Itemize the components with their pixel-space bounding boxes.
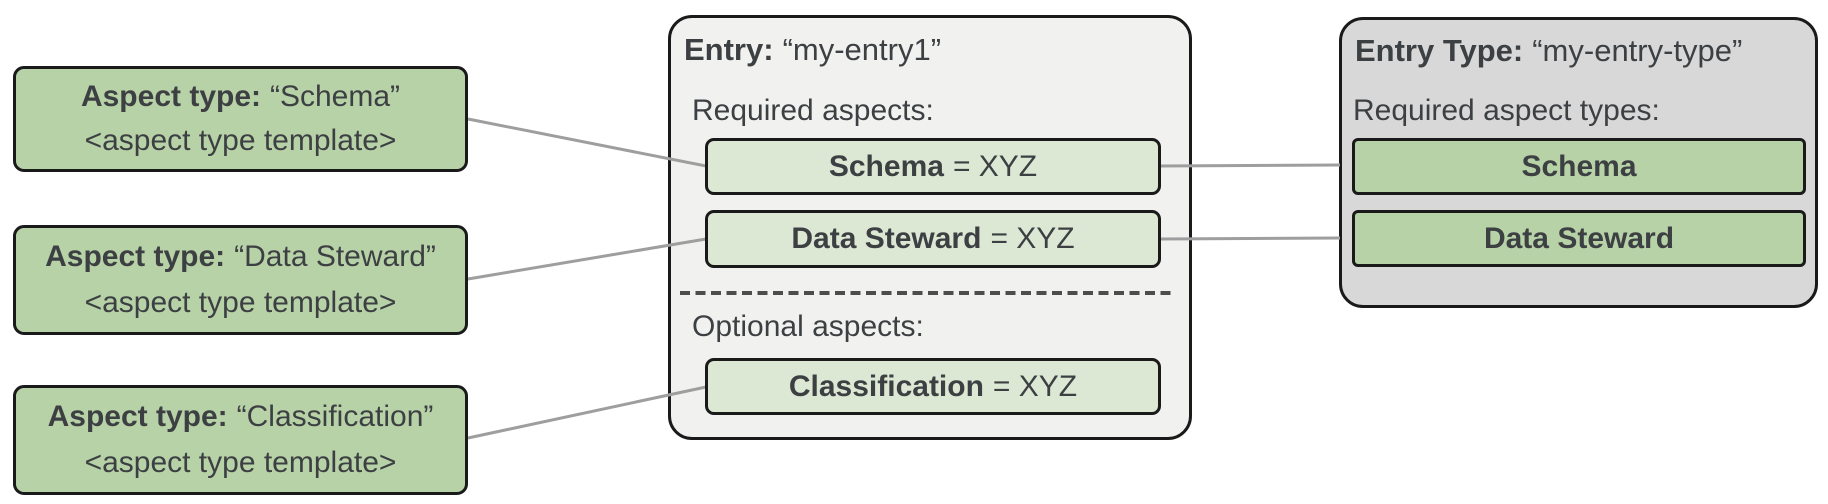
aspect-name: Schema xyxy=(828,149,944,183)
aspect-type-label: Aspect type: xyxy=(80,80,261,113)
entry-required-aspect-data-steward: Data Steward= XYZ xyxy=(705,210,1161,268)
aspect-type-template-text: <aspect type template> xyxy=(84,446,397,479)
aspect-type-name: “Schema” xyxy=(270,80,401,113)
entry-type-panel-title: Entry Type:“my-entry-type” xyxy=(1355,35,1742,66)
aspect-type-card-data-steward: Aspect type:“Data Steward” <aspect type … xyxy=(13,225,468,335)
aspect-type-template-text: <aspect type template> xyxy=(84,286,397,319)
aspect-value: = XYZ xyxy=(992,369,1078,403)
aspect-type-card-title: Aspect type:“Data Steward” xyxy=(45,240,436,274)
aspect-value: = XYZ xyxy=(952,149,1038,183)
aspect-type-template-text: <aspect type template> xyxy=(84,124,397,157)
entry-panel-title: Entry:“my-entry1” xyxy=(684,34,941,65)
aspect-type-row-name: Schema xyxy=(1521,149,1637,183)
aspect-type-row-name: Data Steward xyxy=(1483,221,1675,255)
aspect-type-name: “Classification” xyxy=(236,400,434,433)
aspect-type-label: Aspect type: xyxy=(45,240,226,273)
aspect-type-card-title: Aspect type:“Classification” xyxy=(48,400,434,434)
aspect-type-label: Aspect type: xyxy=(47,400,228,433)
aspect-type-name: “Data Steward” xyxy=(234,240,436,273)
entry-type-aspect-schema: Schema xyxy=(1352,138,1806,195)
aspect-type-card-title: Aspect type: “Schema” xyxy=(81,80,400,114)
entry-required-aspect-schema: Schema= XYZ xyxy=(705,138,1161,195)
entry-type-title-name: “my-entry-type” xyxy=(1532,33,1743,68)
aspect-name: Classification xyxy=(788,369,984,403)
entry-optional-aspect-classification: Classification= XYZ xyxy=(705,358,1161,415)
entry-title-label: Entry: xyxy=(684,32,774,67)
entry-type-title-label: Entry Type: xyxy=(1355,33,1524,68)
aspect-type-card-classification: Aspect type:“Classification” <aspect typ… xyxy=(13,385,468,495)
aspect-name: Data Steward xyxy=(791,222,982,255)
aspect-value: = XYZ xyxy=(990,222,1075,255)
aspect-type-card-schema: Aspect type: “Schema” <aspect type templa… xyxy=(13,66,468,172)
required-aspects-label: Required aspects: xyxy=(692,94,934,127)
entry-title-name: “my-entry1” xyxy=(782,32,942,67)
optional-aspects-label: Optional aspects: xyxy=(692,310,924,343)
entry-type-aspect-data-steward: Data Steward xyxy=(1352,210,1806,267)
required-aspect-types-label: Required aspect types: xyxy=(1353,94,1660,127)
